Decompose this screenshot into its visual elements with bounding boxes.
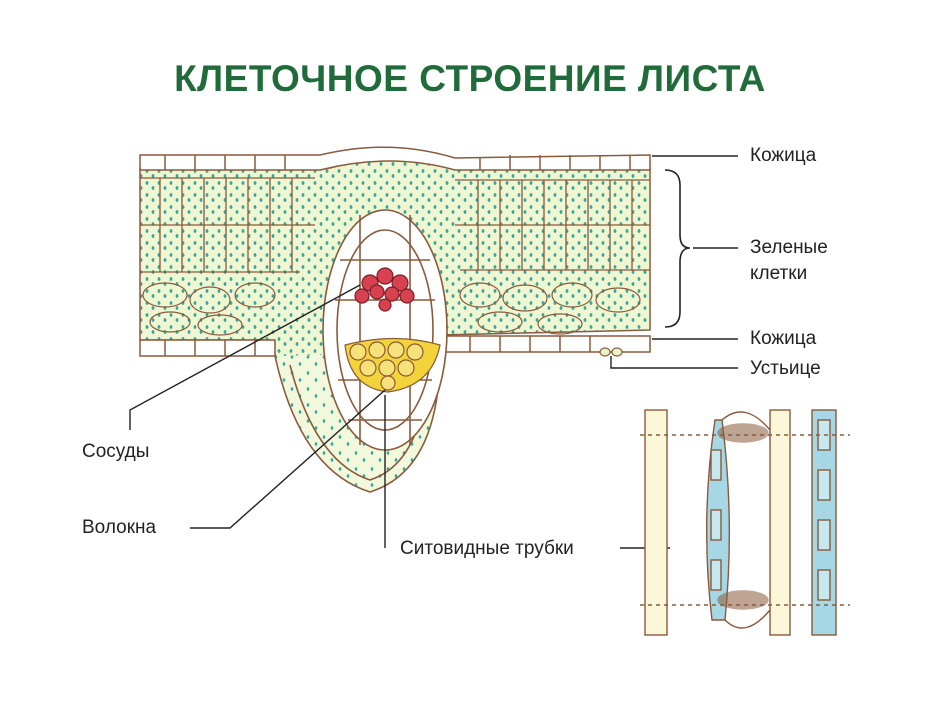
phloem-fibers	[344, 337, 441, 393]
label-stoma: Устьице	[750, 358, 821, 379]
palisade-cells-left	[140, 177, 315, 273]
label-green-cells-line1: Зеленые	[750, 237, 828, 258]
spongy-cells	[142, 282, 641, 336]
page-title: КЛЕТОЧНОЕ СТРОЕНИЕ ЛИСТА	[174, 58, 766, 99]
upper-epidermis	[139, 146, 651, 171]
stoma-icon	[599, 347, 623, 357]
palisade-cells-right	[455, 179, 650, 271]
label-epidermis-bottom: Кожица	[750, 328, 817, 349]
label-sieve-tubes: Ситовидные трубки	[400, 538, 574, 559]
label-vessels: Сосуды	[82, 441, 150, 462]
sieve-tube-section	[640, 409, 850, 636]
xylem-vessels	[354, 267, 415, 312]
label-epidermis-top: Кожица	[750, 145, 817, 166]
green-cells-bracket	[664, 169, 691, 328]
label-fibers: Волокна	[82, 517, 157, 538]
label-green-cells-line2: клетки	[750, 263, 808, 284]
